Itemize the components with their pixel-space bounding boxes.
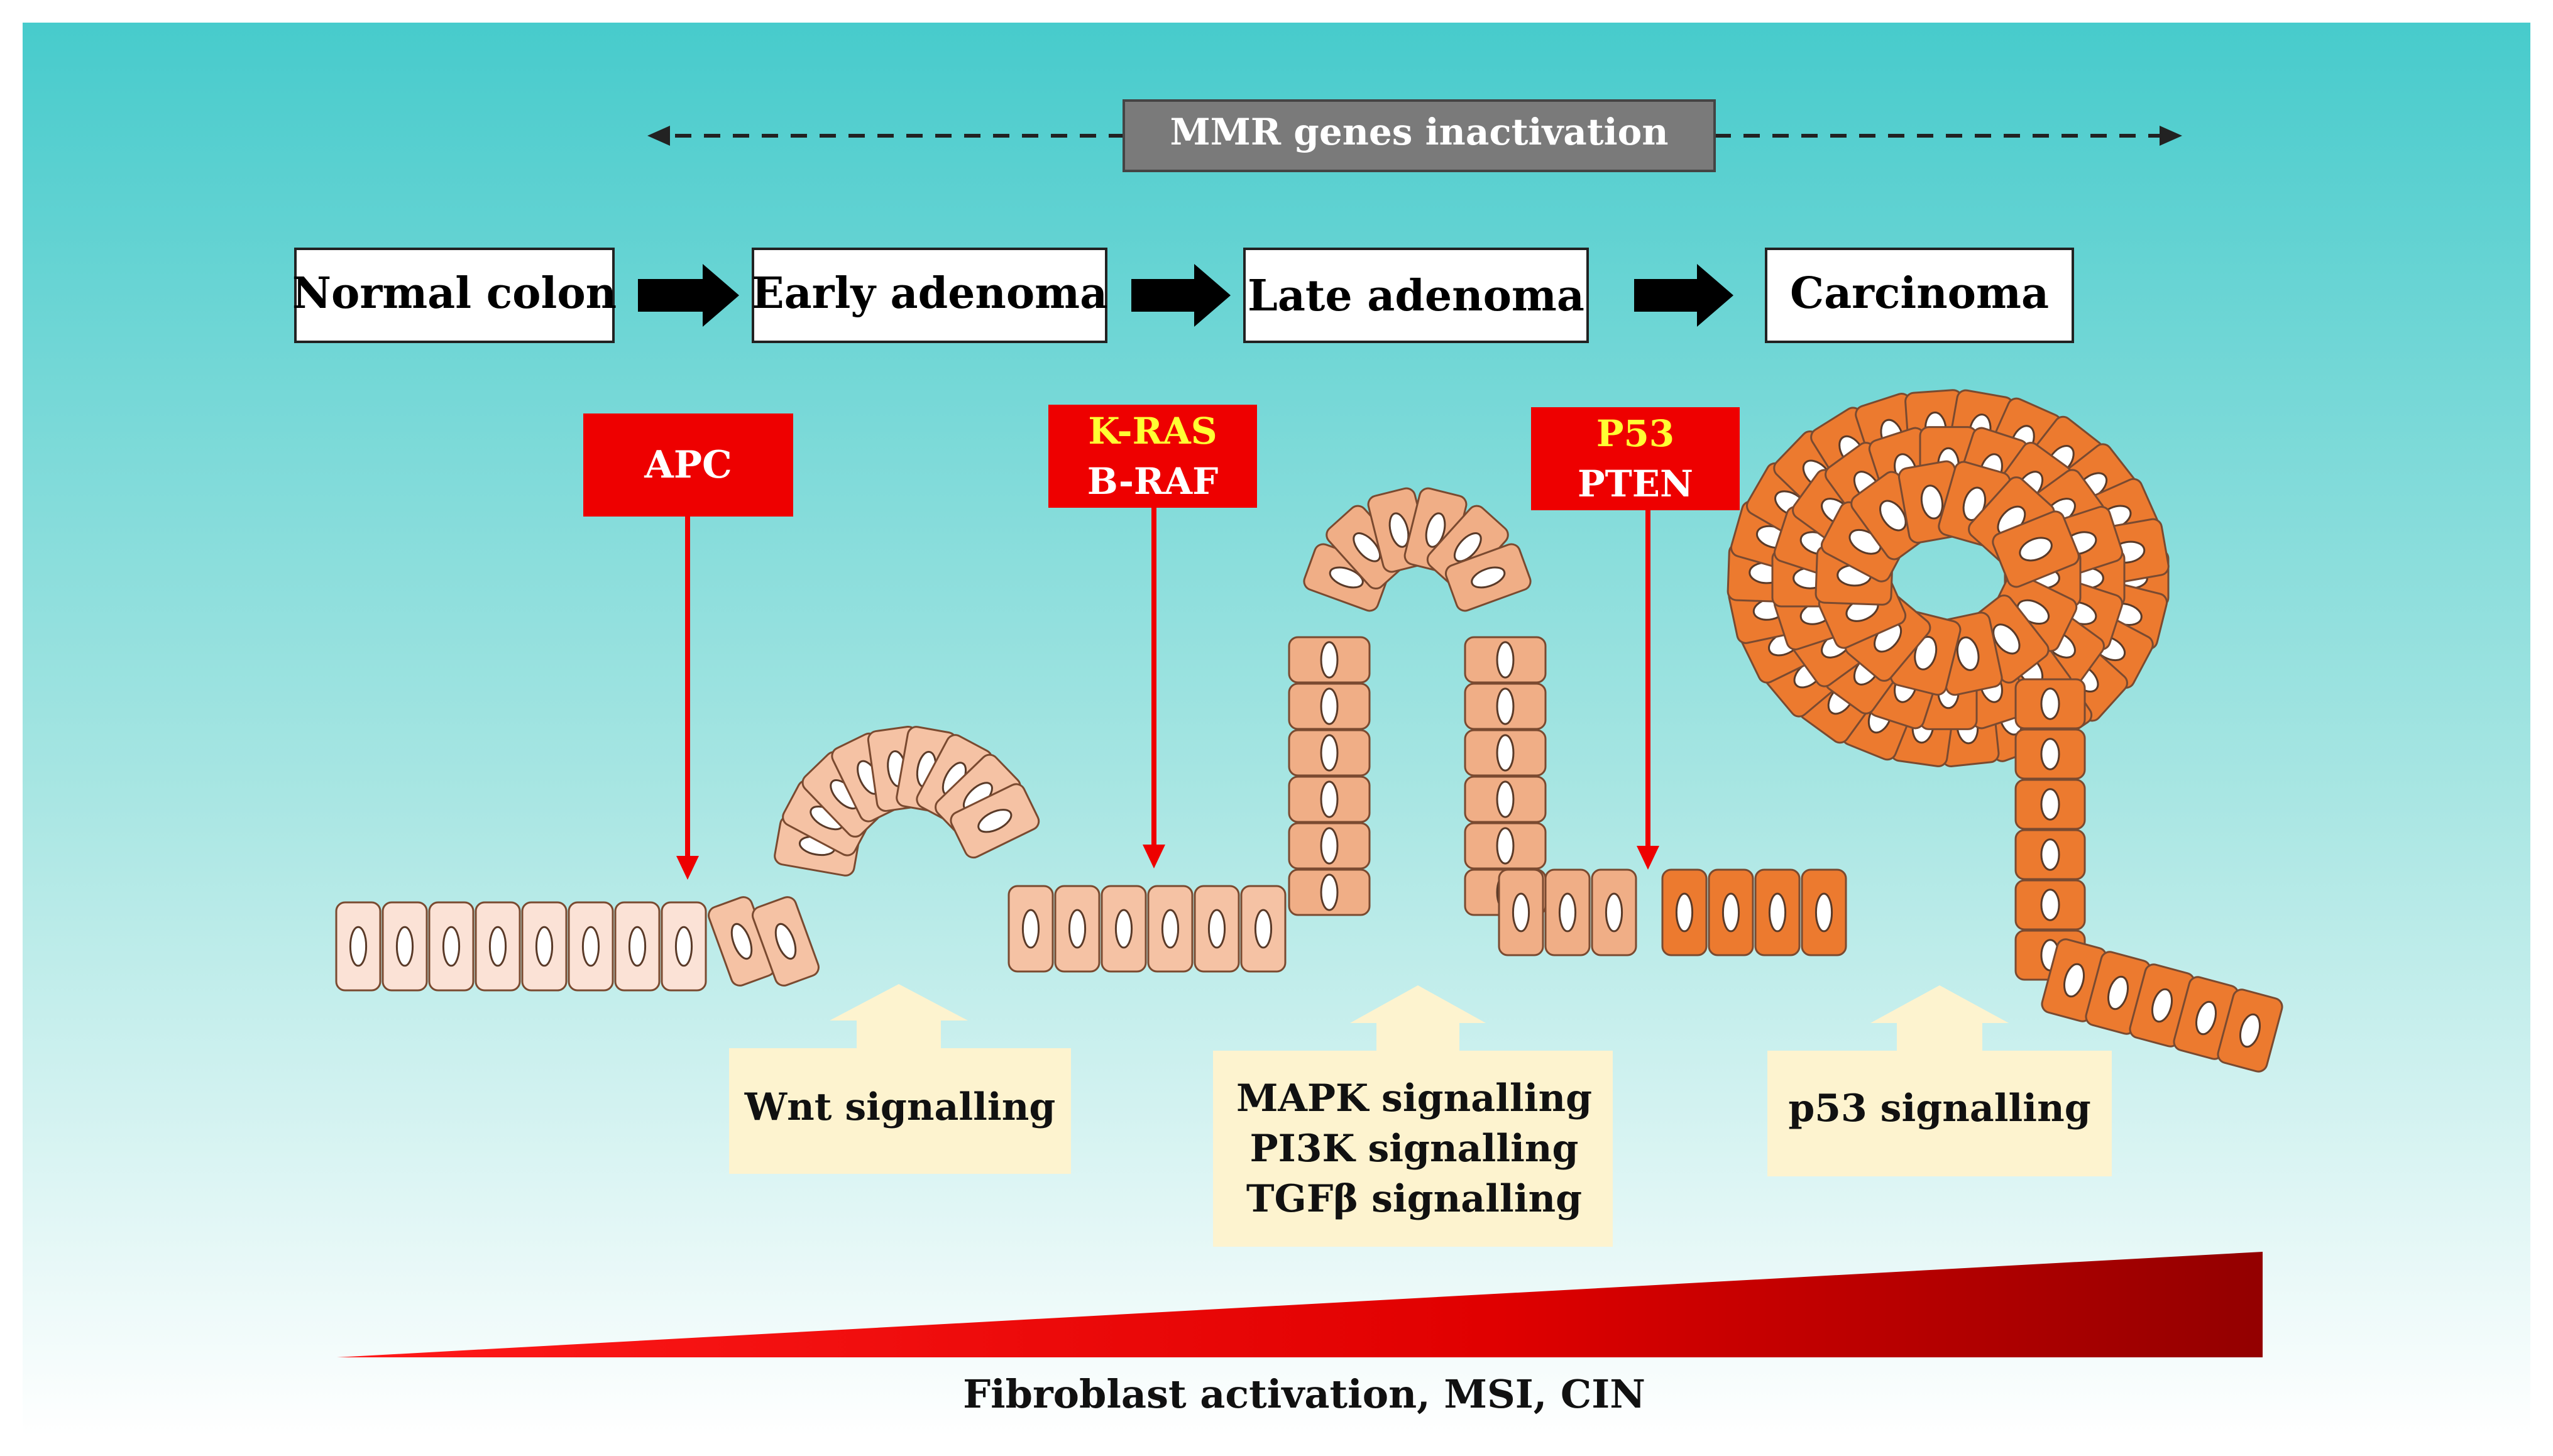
mapk-up-arrow-icon (1350, 985, 1486, 1053)
epithelial-cell (1194, 885, 1240, 973)
epithelial-cell (1288, 729, 1371, 777)
stage-box-early-adenoma (752, 248, 1107, 343)
gene-box-kras-braf (1048, 405, 1257, 508)
arrowhead-left-icon (647, 126, 670, 146)
pathway-label-p53: p53 signalling (1788, 1087, 2090, 1130)
epithelial-cell (752, 896, 820, 987)
stage-box-carcinoma (1765, 248, 2074, 343)
apc-arrowhead-icon (676, 856, 699, 880)
epithelial-cell (1708, 868, 1754, 956)
epithelial-cell (1288, 636, 1371, 684)
gene-label-p53: P53 (1596, 412, 1674, 455)
pathway-box-p53 (1767, 1051, 2112, 1176)
stage-label-normal-colon: Normal colon (292, 268, 617, 319)
epithelial-cell (1288, 775, 1371, 823)
pathway-markers: Wnt signalling MAPK signalling PI3K sign… (729, 984, 2112, 1247)
mmr-banner-group: MMR genes inactivation (647, 99, 2182, 172)
epithelial-cell (1544, 868, 1591, 956)
epithelial-cell (1147, 885, 1194, 973)
epithelial-cell (1288, 868, 1371, 916)
epithelial-cell (2014, 728, 2086, 780)
epithelial-cell (335, 901, 382, 992)
progression-wedge (337, 1252, 2263, 1357)
pathway-label-wnt: Wnt signalling (744, 1085, 1056, 1129)
stage-label-late-adenoma: Late adenoma (1248, 271, 1584, 321)
stage-label-carcinoma: Carcinoma (1790, 268, 2049, 319)
epithelial-cell (614, 901, 661, 992)
epithelial-cell (1464, 682, 1547, 730)
epithelial-cell (1240, 885, 1287, 973)
arrowhead-right-icon (2160, 126, 2182, 146)
stage-box-late-adenoma (1243, 248, 1589, 343)
stage-box-normal-colon (294, 248, 615, 343)
stage-arrow-1-icon (638, 264, 739, 327)
wnt-up-arrow-icon (830, 984, 968, 1051)
stage-label-early-adenoma: Early adenoma (752, 268, 1107, 319)
gene-box-apc (583, 413, 793, 517)
epithelial-cell (2014, 779, 2086, 830)
epithelial-cell (661, 901, 707, 992)
epithelial-cell (1007, 885, 1054, 973)
mmr-banner-box (1123, 99, 1716, 172)
pathway-box-mapk-pi3k-tgfb (1213, 1051, 1613, 1247)
epithelial-cell (2217, 988, 2283, 1073)
mmr-banner-label: MMR genes inactivation (1170, 111, 1668, 153)
gene-label-kras: K-RAS (1088, 410, 1217, 452)
epithelial-cell (2014, 678, 2086, 730)
epithelial-cell (475, 901, 521, 992)
epithelial-cell (1444, 543, 1532, 612)
pathway-label-pi3k: PI3K signalling (1250, 1127, 1579, 1171)
epithelial-cell (1101, 885, 1147, 973)
epithelial-cell (1464, 775, 1547, 823)
epithelial-cell (950, 783, 1040, 859)
epithelial-cell (1498, 868, 1544, 956)
epithelial-cell (1754, 868, 1801, 956)
epithelial-cell (2014, 879, 2086, 931)
wedge-label: Fibroblast activation, MSI, CIN (963, 1371, 1645, 1417)
epithelial-cell (2014, 829, 2086, 880)
stage-arrow-3-icon (1634, 264, 1733, 327)
gene-markers: APC K-RAS B-RAF P53 PTEN (583, 405, 1740, 880)
stage-arrow-2-icon (1131, 264, 1231, 327)
gene-label-pten: PTEN (1578, 463, 1693, 505)
epithelial-cell (1054, 885, 1101, 973)
epithelial-cell (1992, 510, 2080, 588)
p53-pten-arrowhead-icon (1637, 846, 1659, 870)
stage-row: Normal colon Early adenoma Late adenoma … (292, 248, 2074, 343)
pathway-box-wnt (729, 1048, 1071, 1174)
epithelial-cell (1288, 682, 1371, 730)
colon-epithelium (335, 389, 2283, 1073)
gene-box-p53-pten (1531, 407, 1740, 510)
epithelial-cell (568, 901, 614, 992)
epithelial-cell (1464, 822, 1547, 870)
pathway-label-mapk: MAPK signalling (1236, 1076, 1592, 1120)
pathway-label-tgfb: TGFβ signalling (1246, 1177, 1582, 1221)
epithelial-cell (428, 901, 475, 992)
epithelial-cell (1464, 636, 1547, 684)
gene-label-braf: B-RAF (1087, 460, 1219, 503)
epithelial-cell (1591, 868, 1637, 956)
epithelial-cell (521, 901, 568, 992)
gene-label-apc: APC (644, 443, 732, 487)
epithelial-cell (1288, 822, 1371, 870)
epithelial-cell (1661, 868, 1708, 956)
p53-up-arrow-icon (1870, 985, 2009, 1053)
epithelial-cell (1801, 868, 1847, 956)
epithelial-cell (382, 901, 428, 992)
epithelial-cell (1464, 729, 1547, 777)
kras-braf-arrowhead-icon (1143, 845, 1165, 868)
